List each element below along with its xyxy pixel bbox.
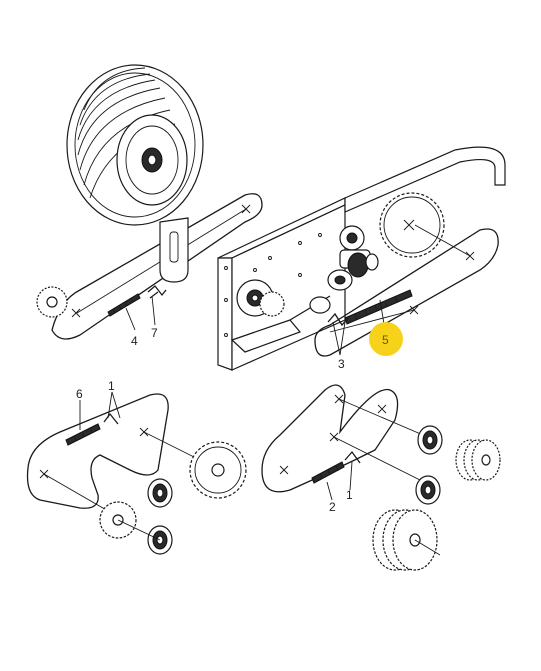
frame-tube[interactable] <box>344 146 506 213</box>
chain-loop-bottom-left[interactable] <box>26 393 211 516</box>
frame-panel[interactable] <box>217 197 346 371</box>
wheel-bracket[interactable] <box>159 217 189 283</box>
bottom-right-assembly: 2 1 <box>261 384 501 571</box>
chain-link-part-2[interactable] <box>311 461 345 484</box>
callout-label-7: 7 <box>151 326 158 340</box>
callout-label-1-left: 1 <box>108 379 115 393</box>
frame-spindle-assembly[interactable] <box>289 225 379 321</box>
spring-clip-part-7[interactable] <box>147 285 167 299</box>
callout-label-4: 4 <box>131 334 138 348</box>
callout-label-2: 2 <box>329 500 336 514</box>
chain-link-part-4[interactable] <box>107 293 141 317</box>
callout-label-6: 6 <box>76 387 83 401</box>
sprocket-small-left[interactable] <box>36 286 68 318</box>
spring-clip-part-3[interactable] <box>327 312 349 327</box>
sprocket-large-top[interactable] <box>379 192 445 258</box>
chain-loop-bottom-right[interactable] <box>261 384 431 493</box>
drive-chain-loop-left[interactable] <box>51 193 263 340</box>
bearing-bottom-left-upper[interactable] <box>147 478 173 508</box>
wheel-tire[interactable] <box>66 64 204 226</box>
callout-label-5: 5 <box>382 333 389 347</box>
frame-sprocket-left[interactable] <box>236 279 285 317</box>
bearing-bottom-right-upper[interactable] <box>417 425 443 455</box>
chain-link-part-6[interactable] <box>65 423 101 446</box>
spring-clip-part-1-right[interactable] <box>344 450 361 464</box>
sprocket-bottom-left-large[interactable] <box>189 441 247 499</box>
highlight-marker[interactable] <box>369 322 403 356</box>
leader-lines-top <box>125 295 386 356</box>
spring-clip-part-1-left[interactable] <box>103 412 119 425</box>
sprocket-stack-upper[interactable] <box>455 439 501 481</box>
bearing-bottom-right-lower[interactable] <box>415 475 441 505</box>
chain-link-part-5[interactable] <box>344 289 413 325</box>
callout-label-1-right: 1 <box>346 488 353 502</box>
bottom-left-assembly: 6 1 <box>26 379 247 555</box>
top-assembly: 4 7 3 5 <box>36 64 506 371</box>
callout-label-3: 3 <box>338 357 345 371</box>
sprocket-stack-lower[interactable] <box>372 509 441 571</box>
